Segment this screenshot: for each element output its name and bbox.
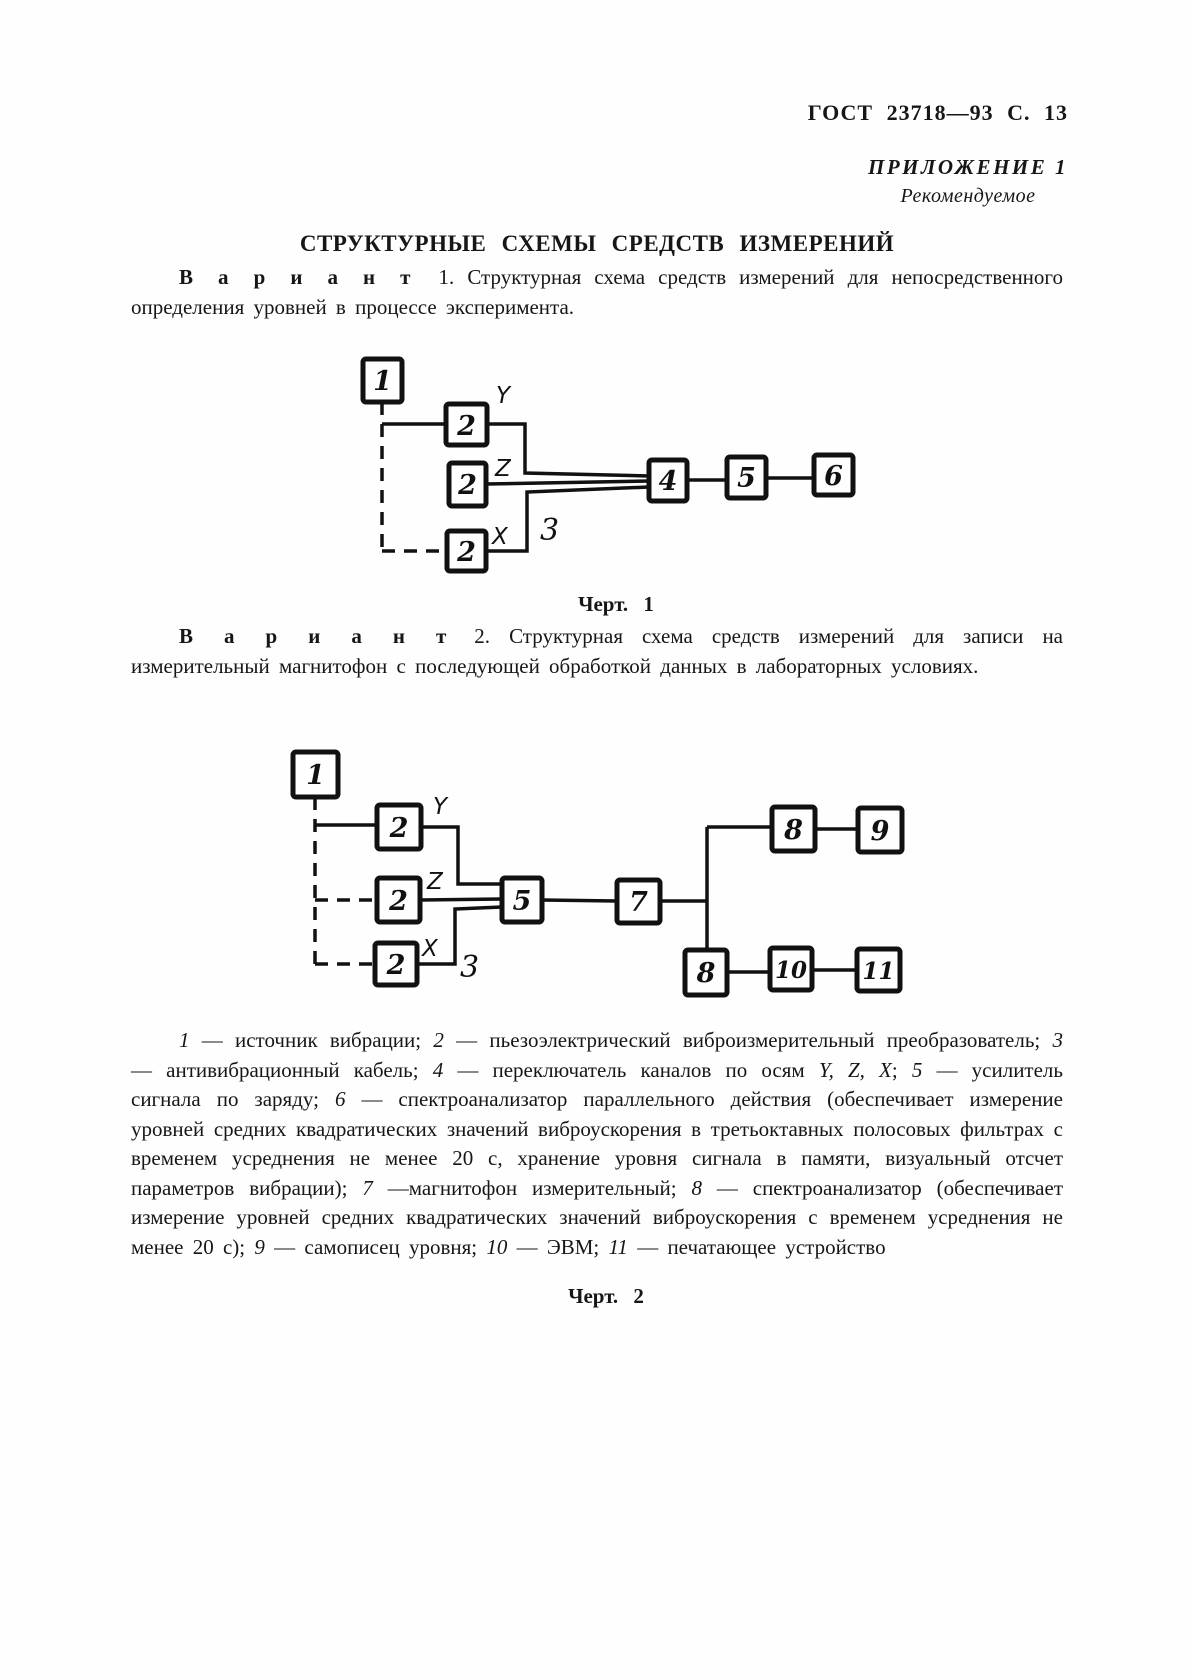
d2-box-sensor-z [374, 875, 423, 925]
d2-box-level-recorder-label: 9 [871, 816, 890, 847]
legend-text: —магнитофон измерительный; [372, 1175, 692, 1200]
figure1-caption: Черт. 1 [578, 592, 654, 616]
variant2-number: 2. [474, 624, 491, 648]
d2-box-sensor-y [374, 802, 424, 852]
variant2-label: В а р и а н т [179, 624, 453, 648]
d2-box-source [290, 749, 341, 800]
appendix-title: ПРИЛОЖЕНИЕ 1 [868, 155, 1068, 179]
d1-box-amplifier [724, 454, 769, 501]
d2-box-computer [767, 945, 815, 993]
d1-axis-y-label: Y [496, 383, 512, 409]
legend-text: — источник вибрации; [189, 1028, 434, 1052]
d2-box-level-recorder [855, 805, 905, 855]
legend-ref-number: Y, Z, X [818, 1057, 892, 1082]
d2-box-source-label: 1 [306, 760, 325, 791]
d2-cable-y [421, 825, 502, 886]
d1-box-analyzer [811, 452, 856, 498]
legend-ref-number: 11 [608, 1234, 628, 1259]
variant1-text: Структурная схема средств измерений для … [131, 265, 1064, 319]
d1-box-sensor-y-label: 2 [456, 411, 476, 442]
d1-box-amplifier-label: 5 [737, 463, 756, 494]
d2-box-analyzer-upper-label: 8 [783, 815, 803, 846]
legend-ref-number: 7 [362, 1175, 373, 1200]
d1-box-switch [646, 457, 690, 504]
d1-box-sensor-y [443, 401, 490, 448]
d2-box-printer-label: 11 [862, 958, 894, 985]
d2-axis-z-label: Z [426, 869, 444, 895]
d1-cable-y [487, 422, 650, 478]
d2-box-sensor-x [372, 940, 420, 988]
d2-box-sensor-z-label: 2 [388, 886, 408, 917]
d1-box-analyzer-label: 6 [824, 461, 843, 492]
legend-text: — спектроанализатор параллельного действ… [131, 1087, 1063, 1200]
page-title: СТРУКТУРНЫЕ СХЕМЫ СРЕДСТВ ИЗМЕРЕНИЙ [299, 231, 895, 256]
legend-ref-number: 4 [432, 1057, 444, 1082]
d1-box-switch-label: 4 [659, 466, 678, 497]
appendix-subtitle: Рекомендуемое [900, 185, 1036, 208]
d1-cable-z [485, 479, 650, 486]
d2-box-recorder [614, 877, 663, 926]
legend-ref-number: 6 [334, 1087, 346, 1111]
legend-ref-number: 5 [911, 1057, 923, 1082]
d1-axis-z-label: Z [494, 456, 512, 482]
variant1-number: 1. [438, 265, 455, 289]
d1-box-source-label: 1 [373, 366, 392, 397]
legend-ref-number: 10 [486, 1234, 508, 1259]
d2-box-recorder-label: 7 [629, 887, 648, 918]
d1-box-sensor-z-label: 2 [457, 470, 477, 501]
legend-ref-number: 1 [179, 1028, 190, 1052]
d2-cable-number-label: 3 [460, 950, 479, 985]
d2-line-5-7 [541, 898, 618, 903]
d2-box-amplifier [499, 875, 545, 925]
legend-text: — усилитель сигнала по заряду; [131, 1057, 1063, 1112]
legend-ref-number: 2 [433, 1028, 444, 1052]
legend-text: — антивибрационный кабель; [131, 1057, 433, 1082]
d2-cable-z [419, 897, 503, 902]
diagram-2: 1 2 2 2 5 7 8 9 8 10 11 Y Z X 3 [290, 749, 905, 998]
d2-box-computer-label: 10 [775, 957, 807, 984]
d1-box-sensor-x [444, 528, 489, 574]
d1-box-sensor-z [446, 460, 489, 509]
d2-cable-x [417, 905, 503, 966]
legend-ref-number: 8 [691, 1175, 702, 1200]
d1-cable-number-label: 3 [540, 513, 559, 548]
legend-paragraph: 1 — источник вибрации; 2 — пьезоэлектрич… [131, 1026, 1063, 1262]
d2-box-sensor-y-label: 2 [389, 813, 409, 844]
legend-text: — переключатель каналов по осям [443, 1057, 819, 1082]
page-header: ГОСТ 23718—93 С. 13 [807, 100, 1068, 125]
d2-box-sensor-x-label: 2 [386, 950, 406, 981]
appendix-block: ПРИЛОЖЕНИЕ 1 Рекомендуемое [868, 153, 1068, 210]
legend-text: — ЭВМ; [507, 1234, 609, 1259]
legend-ref-number: 9 [254, 1234, 265, 1259]
d2-box-amplifier-label: 5 [513, 886, 532, 917]
d1-box-source [360, 356, 405, 405]
variant1-label: В а р и а н т [179, 265, 417, 289]
d2-box-analyzer-lower [682, 947, 730, 998]
legend-text: — самописец уровня; [264, 1234, 487, 1259]
legend-ref-number: 3 [1052, 1028, 1064, 1052]
d2-axis-y-label: Y [433, 794, 449, 820]
variant2-paragraph: В а р и а н т 2. Структурная схема средст… [131, 621, 1063, 681]
d1-box-sensor-x-label: 2 [456, 537, 476, 568]
figure2-caption: Черт. 2 [568, 1284, 644, 1308]
legend-text: — пьезоэлектрический виброизмерительный … [443, 1028, 1053, 1052]
variant1-paragraph: В а р и а н т 1. Структурная схема средст… [131, 262, 1063, 322]
legend-text: ; [891, 1057, 912, 1082]
variant2-text: Структурная схема средств измерений для … [131, 624, 1063, 678]
d2-box-analyzer-upper [769, 804, 818, 854]
d2-axis-x-label: X [421, 936, 439, 962]
d2-box-analyzer-lower-label: 8 [696, 958, 716, 989]
d2-box-printer [854, 946, 903, 994]
diagram-1: 1 2 2 2 4 5 6 Y Z X 3 [360, 356, 856, 574]
legend-text: — спектроанализатор (обеспечивает измере… [131, 1175, 1063, 1259]
d1-cable-x [486, 485, 650, 553]
legend-text: — печатающее устройство [627, 1234, 886, 1259]
d1-axis-x-label: X [491, 524, 509, 550]
